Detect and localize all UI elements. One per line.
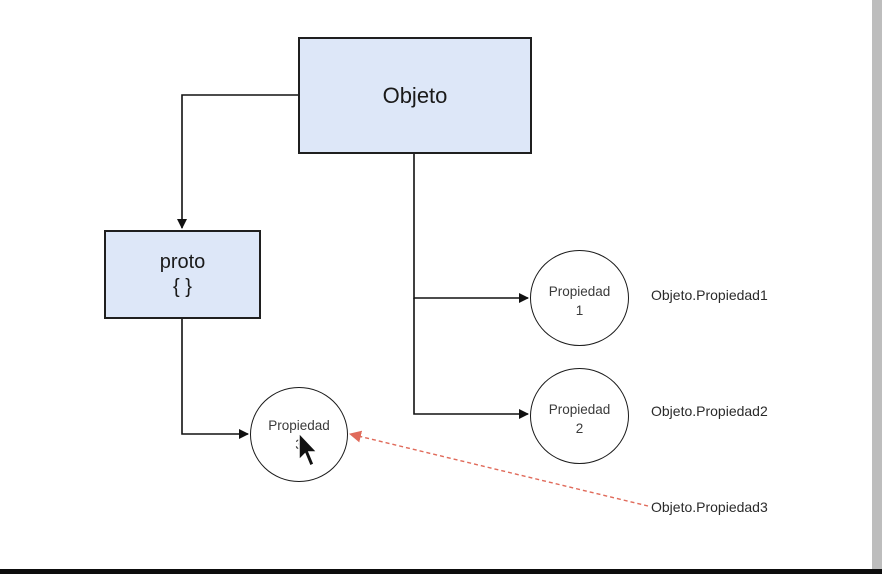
proto-to-propiedad3-connector	[181, 319, 249, 439]
proto-box: proto { }	[104, 230, 261, 319]
objeto-to-proto-connector	[177, 94, 298, 229]
propiedad2-label: Propiedad	[548, 402, 611, 417]
propiedad2-node: Propiedad 2	[530, 368, 629, 464]
objeto-propiedad2-label: Objeto.Propiedad2	[651, 403, 768, 419]
propiedad3-label: Propiedad	[268, 418, 330, 433]
objeto-to-propiedad1-connector	[413, 154, 529, 303]
proto-label: proto	[159, 250, 206, 273]
objeto-to-propiedad2-connector	[413, 298, 529, 419]
objeto-propiedad1-label: Objeto.Propiedad1	[651, 287, 768, 303]
objeto-propiedad3-label: Objeto.Propiedad3	[651, 499, 768, 515]
propiedad3-lookup-arrow	[349, 430, 649, 507]
propiedad1-node: Propiedad 1	[530, 250, 629, 346]
proto-braces: { }	[173, 275, 192, 298]
propiedad1-label: Propiedad	[548, 284, 611, 299]
objeto-box: Objeto	[298, 37, 532, 154]
window-edge	[872, 0, 882, 569]
objeto-label: Objeto	[382, 82, 448, 108]
propiedad1-number: 1	[575, 303, 584, 318]
propiedad2-number: 2	[575, 421, 584, 436]
